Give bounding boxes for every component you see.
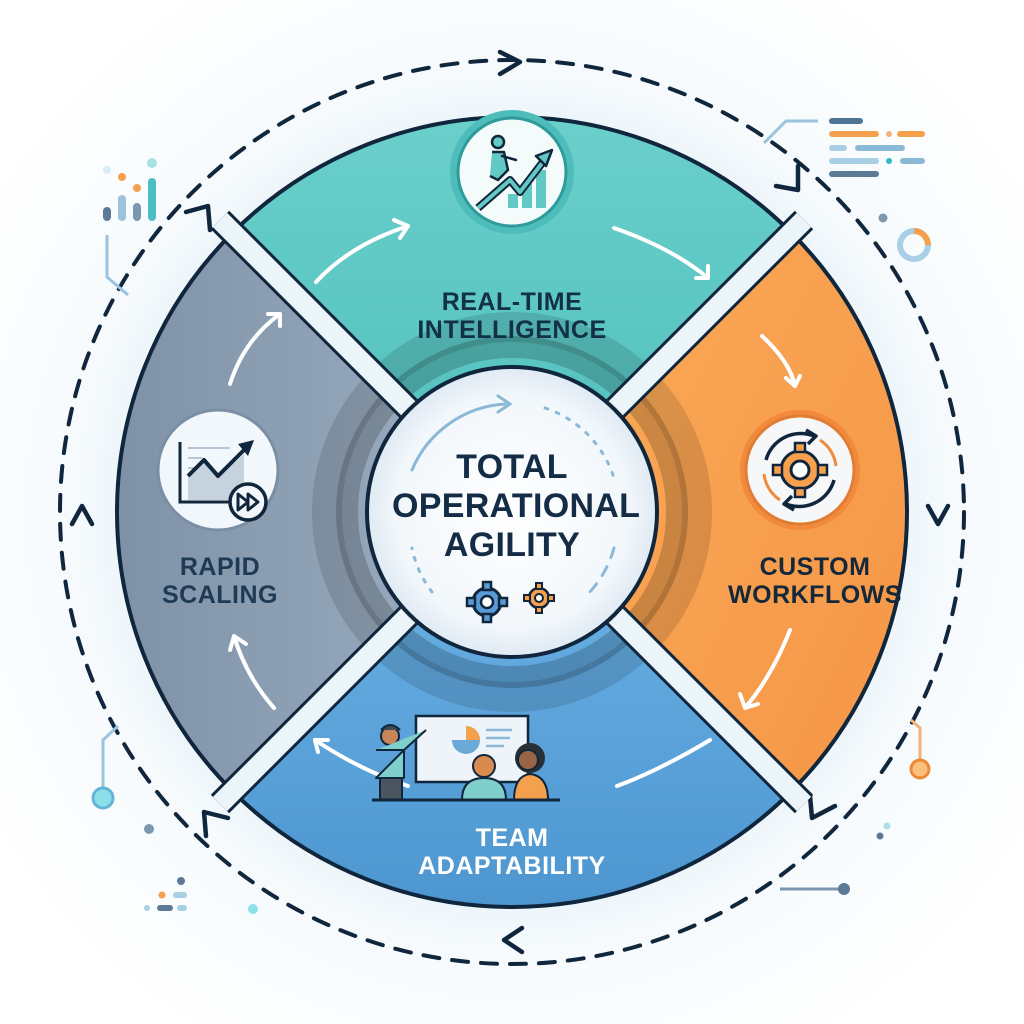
center-title-line: Agility [443, 526, 581, 565]
code-dots-icon [144, 877, 187, 911]
label-line: Workflows [728, 581, 902, 609]
connector-line [910, 718, 922, 762]
center-title-line: Total [456, 448, 568, 486]
dot [883, 822, 891, 830]
dot [876, 832, 884, 840]
center-cycle-arrow [410, 394, 616, 598]
connector-line [762, 119, 818, 145]
label-custom-workflows: Custom Workflows [700, 553, 930, 609]
center-title: Total Operational Agility [392, 448, 641, 565]
dot [144, 824, 154, 834]
center-title-line: Operational [392, 487, 641, 526]
dot [878, 213, 888, 223]
label-line: Scaling [162, 581, 278, 609]
dot [248, 904, 258, 914]
node-dot [909, 758, 931, 780]
team-presentation-icon [372, 714, 560, 802]
gears-icon [465, 580, 555, 624]
inner-band-outer [312, 312, 712, 712]
code-lines-icon [829, 118, 925, 177]
mini-bar-chart-icon [103, 158, 157, 221]
arrow-icon [497, 49, 523, 77]
growth-chart-fast-forward-icon [156, 408, 280, 532]
label-line: Custom [759, 553, 871, 581]
label-line: Real-Time [441, 288, 583, 316]
node-dot [838, 883, 850, 895]
center-hub [365, 365, 659, 659]
label-line: Adaptability [418, 852, 606, 880]
segment-team-adaptability[interactable] [0, 512, 1024, 1024]
connector-line [105, 235, 129, 297]
label-line: Intelligence [417, 316, 607, 344]
node-dot [91, 786, 115, 810]
cycle-arrowheads [69, 49, 951, 955]
label-real-time-intelligence: Real-Time Intelligence [362, 288, 662, 344]
person-climbing-growth-chart-icon [450, 110, 574, 234]
label-line: Rapid [179, 553, 261, 581]
gear-cycle-icon [740, 410, 860, 530]
inner-band [336, 336, 688, 688]
donut-chart-icon [897, 228, 931, 262]
connector-line [101, 724, 120, 791]
label-rapid-scaling: Rapid Scaling [140, 553, 300, 609]
label-line: Team [475, 824, 549, 852]
label-team-adaptability: Team Adaptability [362, 824, 662, 880]
